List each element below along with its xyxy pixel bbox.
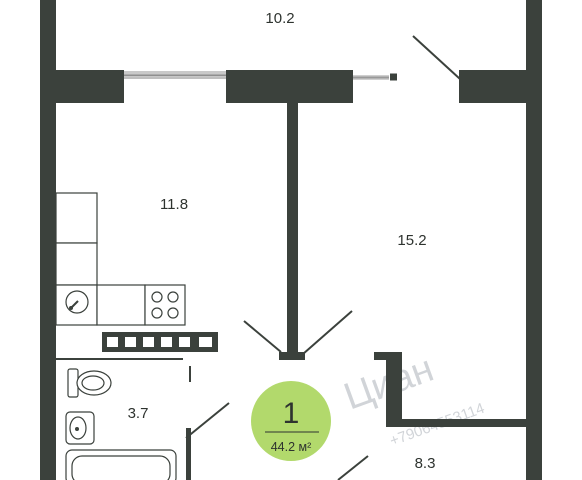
door-swing-right <box>302 310 353 355</box>
outer-walls <box>40 0 542 480</box>
door-swing-left <box>243 320 282 353</box>
bathroom-walls <box>56 358 230 480</box>
room-area-label: 8.3 <box>415 455 436 472</box>
wall-segment-left <box>40 70 124 103</box>
apartment-badge: 1 44.2 м² <box>251 381 331 461</box>
hallway-wall <box>374 352 526 427</box>
stove-icon <box>144 284 186 326</box>
watermark: Циан +79064553114 <box>339 348 487 450</box>
room-area-label: 11.8 <box>160 196 188 213</box>
middle-wall-band <box>40 70 542 103</box>
door-swing-top <box>412 35 461 80</box>
toilet-icon <box>67 368 112 398</box>
bathtub-icon <box>65 449 177 480</box>
door-swing-bottom <box>337 455 369 480</box>
kitchen-counter <box>55 192 146 326</box>
room-area-label: 10.2 <box>265 10 294 27</box>
badge-total-area: 44.2 м² <box>271 440 312 454</box>
partition-foot <box>279 352 305 360</box>
room-area-label: 3.7 <box>128 405 149 422</box>
ventilation-wall <box>102 332 218 352</box>
sliding-glass-door <box>124 71 226 79</box>
kitchen-living-wall <box>287 103 298 356</box>
wall-segment-right <box>459 70 542 103</box>
washbasin-icon <box>65 411 95 445</box>
door-slider <box>353 73 397 81</box>
wall-segment-center <box>226 70 353 103</box>
room-area-label: 15.2 <box>397 232 426 249</box>
badge-circle <box>251 381 331 461</box>
badge-room-count: 1 <box>283 397 300 430</box>
right-outer-wall <box>526 0 542 480</box>
left-outer-wall <box>40 0 56 480</box>
